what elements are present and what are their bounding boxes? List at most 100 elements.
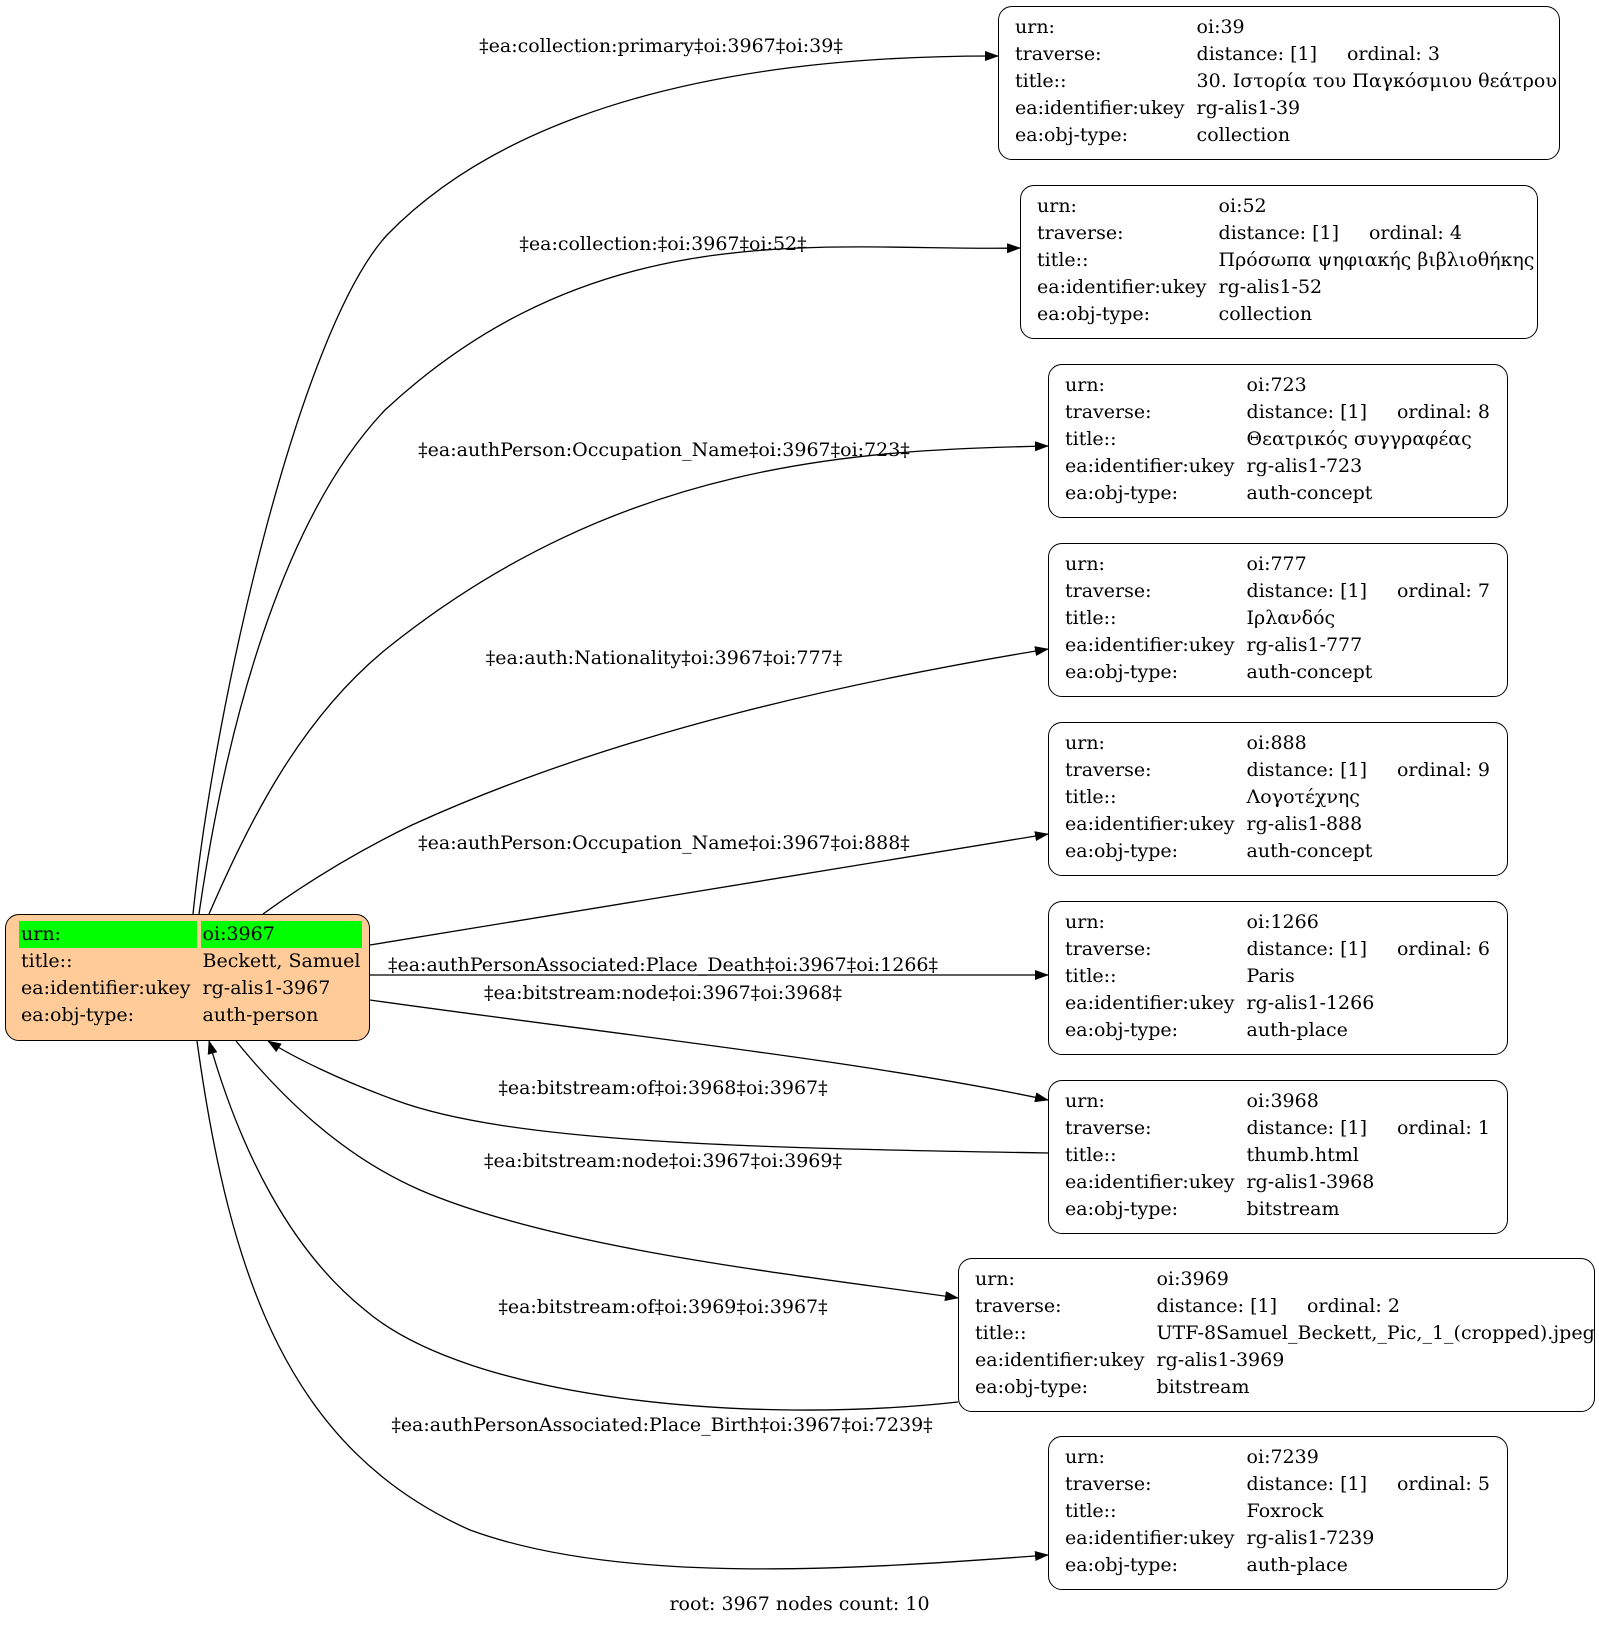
traverse-value: distance: [1]ordinal: 5 xyxy=(1245,1471,1492,1498)
node-oi-1266[interactable]: urn:oi:1266 traverse:distance: [1]ordina… xyxy=(1048,901,1508,1055)
traverse-key: traverse: xyxy=(1065,580,1152,602)
objtype-key: ea:obj-type: xyxy=(1065,482,1179,504)
traverse-value: distance: [1] ordinal: 4 xyxy=(1217,220,1537,247)
node-oi-777[interactable]: urn:oi:777 traverse:distance: [1]ordinal… xyxy=(1048,543,1508,697)
root-urn-value: oi:3967 xyxy=(200,921,363,948)
distance: distance: [1] xyxy=(1156,1295,1277,1317)
traverse-value: distance: [1]ordinal: 6 xyxy=(1245,936,1492,963)
graph-footer: root: 3967 nodes count: 10 xyxy=(669,1593,930,1615)
distance: distance: [1] xyxy=(1246,938,1367,960)
objtype-value: auth-concept xyxy=(1246,840,1373,862)
urn-value: oi:888 xyxy=(1246,732,1307,754)
edge-nationality-777 xyxy=(262,646,1049,915)
traverse-value: distance: [1]ordinal: 8 xyxy=(1245,399,1492,426)
urn-value: oi:39 xyxy=(1196,16,1245,38)
title-key: title:: xyxy=(1065,607,1117,629)
ukey-key: ea:identifier:ukey xyxy=(1065,455,1235,477)
node-oi-3969[interactable]: urn:oi:3969 traverse:distance: [1]ordina… xyxy=(958,1258,1595,1412)
node-oi-7239[interactable]: urn:oi:7239 traverse:distance: [1]ordina… xyxy=(1048,1436,1508,1590)
ordinal: ordinal: 1 xyxy=(1396,1117,1490,1139)
objtype-key: ea:obj-type: xyxy=(1015,124,1129,146)
objtype-key: ea:obj-type: xyxy=(1065,1198,1179,1220)
title-value: Θεατρικός συγγραφέας xyxy=(1246,428,1472,450)
title-value: Paris xyxy=(1246,965,1295,987)
edge-occupation-723 xyxy=(208,441,1049,915)
traverse-key: traverse: xyxy=(975,1295,1062,1317)
edge-label-place-death-1266: ‡ea:authPersonAssociated:Place_Death‡oi:… xyxy=(388,954,938,976)
root-objtype-value: auth-person xyxy=(202,1004,319,1026)
urn-key: urn: xyxy=(1065,374,1105,396)
traverse-value: distance: [1] ordinal: 2 xyxy=(1155,1293,1597,1320)
node-oi-52[interactable]: urn:oi:52 traverse:distance: [1]ordinal:… xyxy=(1020,185,1538,339)
ukey-value: rg-alis1-3969 xyxy=(1156,1349,1285,1371)
title-value: UTF-8Samuel_Beckett,_Pic,_1_(cropped).jp… xyxy=(1156,1322,1595,1344)
root-ukey-value: rg-alis1-3967 xyxy=(202,977,331,999)
traverse-value: distance: [1]ordinal: 1 xyxy=(1245,1115,1492,1142)
ordinal: ordinal: 3 xyxy=(1346,43,1440,65)
ukey-value: rg-alis1-3968 xyxy=(1246,1171,1375,1193)
urn-value: oi:1266 xyxy=(1246,911,1319,933)
title-key: title:: xyxy=(1065,965,1117,987)
traverse-key: traverse: xyxy=(1065,1473,1152,1495)
edge-label-place-birth-7239: ‡ea:authPersonAssociated:Place_Birth‡oi:… xyxy=(391,1414,932,1436)
traverse-value: distance: [1] ordinal: 3 xyxy=(1195,41,1559,68)
root-node[interactable]: urn: oi:3967 title:: Beckett, Samuel ea:… xyxy=(5,914,370,1041)
ukey-key: ea:identifier:ukey xyxy=(1065,813,1235,835)
objtype-value: collection xyxy=(1196,124,1291,146)
ukey-key: ea:identifier:ukey xyxy=(1065,992,1235,1014)
ordinal: ordinal: 2 xyxy=(1306,1295,1400,1317)
edge-label-bitstream-of-3968: ‡ea:bitstream:of‡oi:3968‡oi:3967‡ xyxy=(498,1077,827,1099)
root-title-value: Beckett, Samuel xyxy=(202,950,361,972)
distance: distance: [1] xyxy=(1246,401,1367,423)
urn-key: urn: xyxy=(975,1268,1015,1290)
ordinal: ordinal: 9 xyxy=(1396,759,1490,781)
urn-key: urn: xyxy=(1065,1090,1105,1112)
edge-occupation-888 xyxy=(369,831,1049,946)
urn-value: oi:52 xyxy=(1218,195,1267,217)
traverse-key: traverse: xyxy=(1065,1117,1152,1139)
edge-bitstream-of-3968 xyxy=(267,1040,1049,1154)
node-oi-888[interactable]: urn:oi:888 traverse:distance: [1]ordinal… xyxy=(1048,722,1508,876)
edge-bitstream-node-3968 xyxy=(369,999,1049,1103)
ukey-value: rg-alis1-777 xyxy=(1246,634,1363,656)
edge-place-birth-7239 xyxy=(196,1040,1049,1570)
distance: distance: [1] xyxy=(1246,1473,1367,1495)
root-ukey-key: ea:identifier:ukey xyxy=(21,977,191,999)
objtype-key: ea:obj-type: xyxy=(1065,1019,1179,1041)
ukey-value: rg-alis1-888 xyxy=(1246,813,1363,835)
distance: distance: [1] xyxy=(1196,43,1317,65)
objtype-value: bitstream xyxy=(1156,1376,1250,1398)
objtype-key: ea:obj-type: xyxy=(975,1376,1089,1398)
title-value: 30. Ιστορία του Παγκόσμιου θεάτρου xyxy=(1196,70,1557,92)
title-key: title:: xyxy=(1015,70,1067,92)
root-objtype-key: ea:obj-type: xyxy=(21,1004,135,1026)
title-value: thumb.html xyxy=(1246,1144,1359,1166)
title-key: title:: xyxy=(975,1322,1027,1344)
distance: distance: [1] xyxy=(1218,222,1339,244)
traverse-key: traverse: xyxy=(1015,43,1102,65)
ukey-key: ea:identifier:ukey xyxy=(1015,97,1185,119)
objtype-value: auth-place xyxy=(1246,1554,1348,1576)
traverse-key: traverse: xyxy=(1065,401,1152,423)
urn-key: urn: xyxy=(1037,195,1077,217)
traverse-key: traverse: xyxy=(1065,759,1152,781)
urn-value: oi:723 xyxy=(1246,374,1307,396)
node-oi-39[interactable]: urn:oi:39 traverse:distance: [1]ordinal:… xyxy=(998,6,1560,160)
title-value: Πρόσωπα ψηφιακής βιβλιοθήκης xyxy=(1218,249,1535,271)
ukey-key: ea:identifier:ukey xyxy=(1065,634,1235,656)
objtype-value: auth-concept xyxy=(1246,482,1373,504)
title-key: title:: xyxy=(1065,1500,1117,1522)
ordinal: ordinal: 4 xyxy=(1368,222,1462,244)
objtype-value: bitstream xyxy=(1246,1198,1340,1220)
traverse-value: distance: [1]ordinal: 7 xyxy=(1245,578,1492,605)
traverse-key: traverse: xyxy=(1065,938,1152,960)
edge-bitstream-node-3969 xyxy=(235,1040,959,1302)
title-key: title:: xyxy=(1065,786,1117,808)
urn-value: oi:3968 xyxy=(1246,1090,1319,1112)
edge-label-nationality-777: ‡ea:auth:Nationality‡oi:3967‡oi:777‡ xyxy=(486,647,842,669)
node-oi-3968[interactable]: urn: oi:3968 traverse: distance: [1]ordina… xyxy=(1048,1080,1508,1234)
edge-label-bitstream-node-3969: ‡ea:bitstream:node‡oi:3967‡oi:3969‡ xyxy=(484,1150,842,1172)
ukey-value: rg-alis1-7239 xyxy=(1246,1527,1375,1549)
node-oi-723[interactable]: urn: oi:723 traverse: distance: [1]ordinal… xyxy=(1048,364,1508,518)
